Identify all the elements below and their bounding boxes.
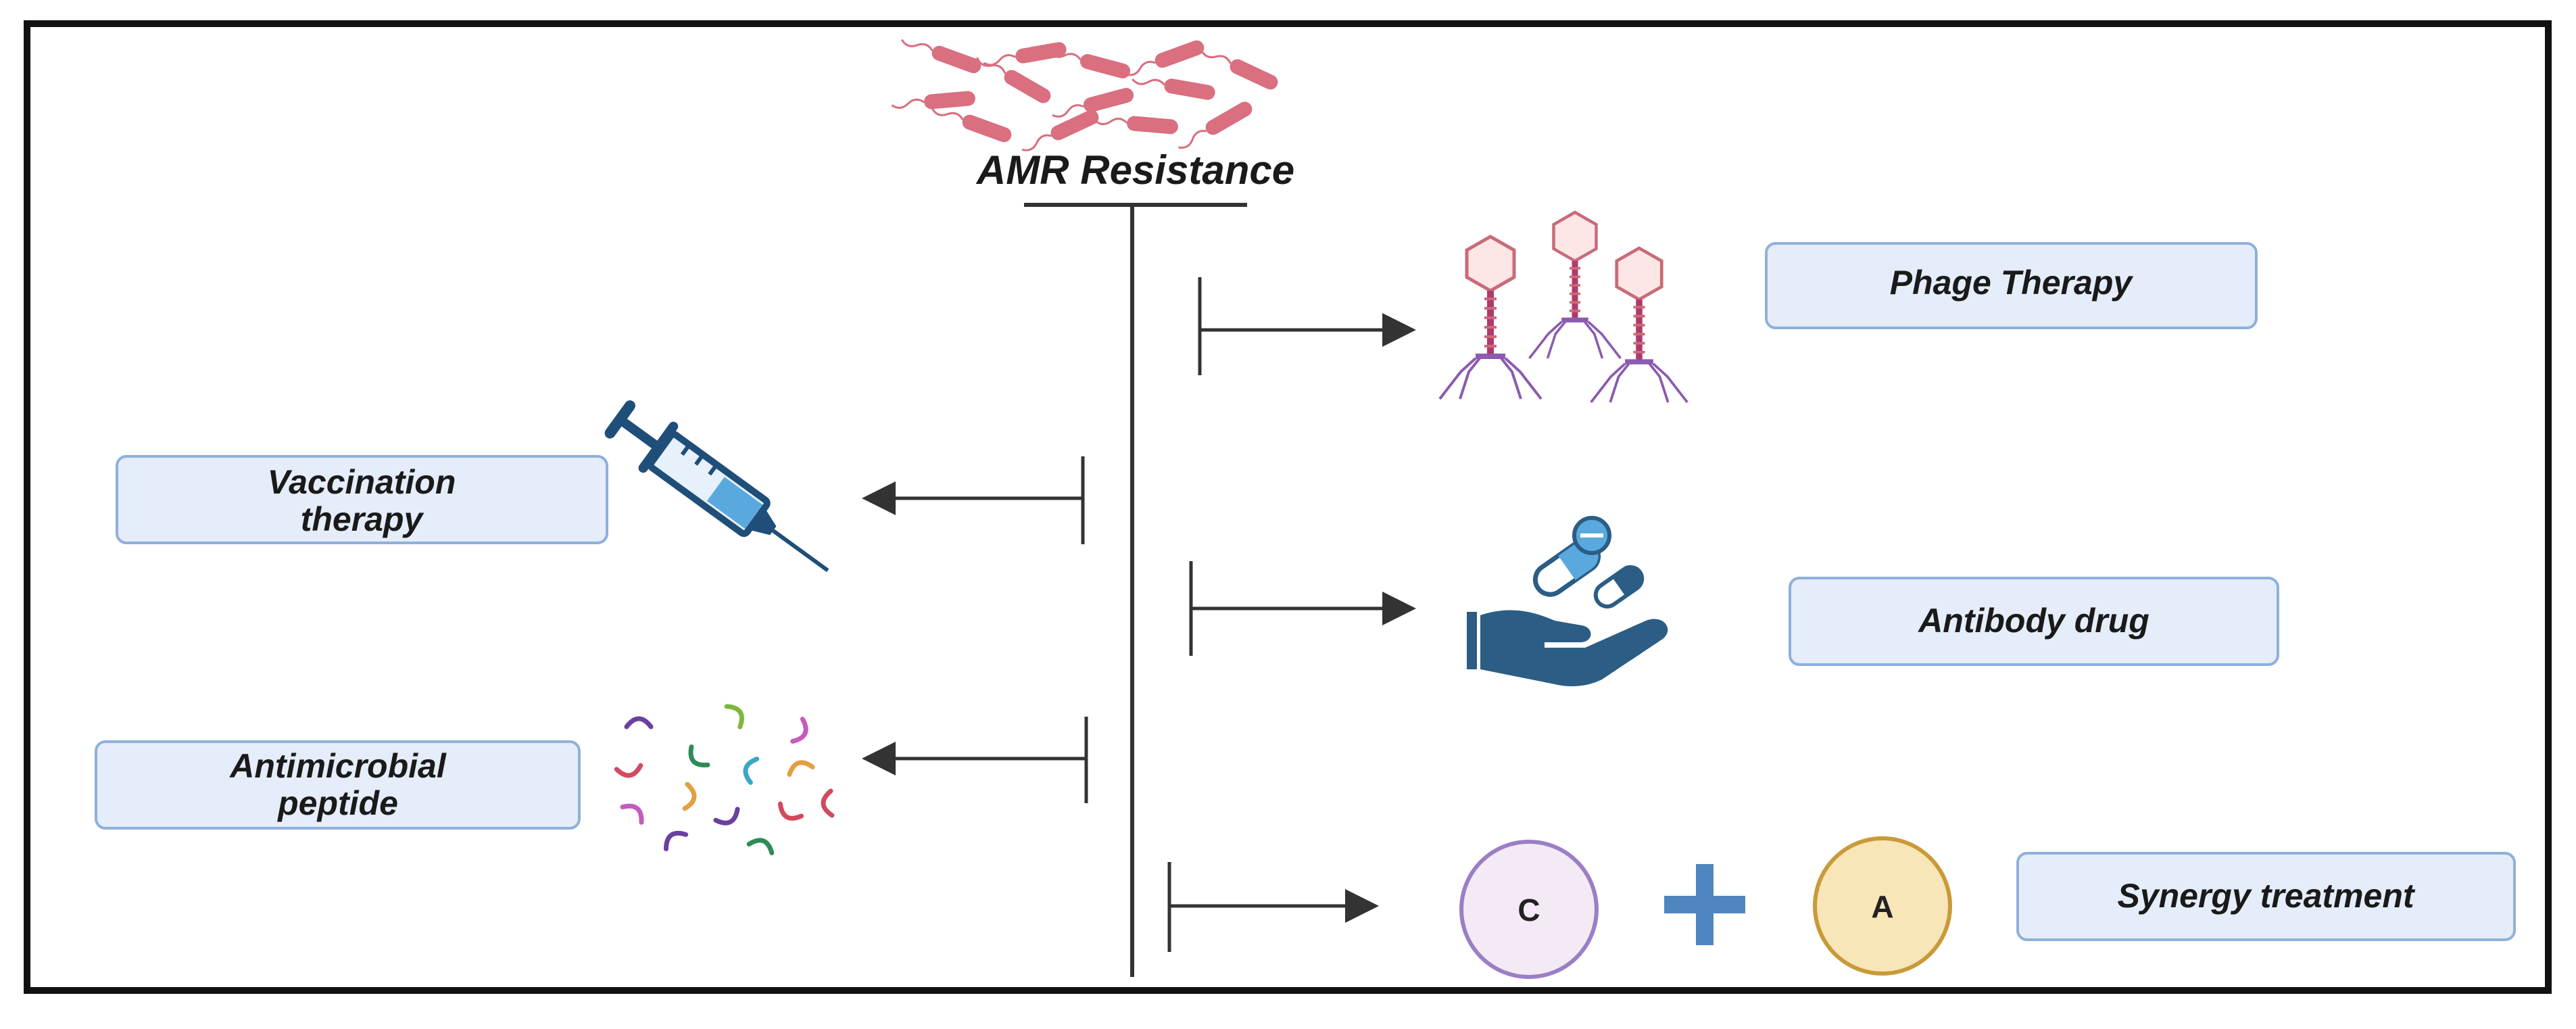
synergy-treatment-box bbox=[2016, 852, 2516, 941]
vaccination-branch-arrow bbox=[862, 456, 1085, 544]
vaccination-therapy-box bbox=[116, 455, 608, 544]
synergy-treatment-label: Synergy treatment bbox=[2117, 877, 2415, 915]
amr-resistance-title: AMR Resistance bbox=[975, 147, 1294, 193]
antibody-drug-label: Antibody drug bbox=[1917, 602, 2149, 640]
peptide-branch-arrow bbox=[862, 717, 1088, 803]
synergy-branch-arrow bbox=[1167, 862, 1379, 952]
circle-c-letter: C bbox=[1517, 892, 1540, 928]
circle-a-icon: A bbox=[1813, 836, 1952, 976]
plus-icon bbox=[1664, 864, 1745, 945]
phage-therapy-box bbox=[1765, 242, 2258, 329]
antibody-branch-arrow bbox=[1189, 561, 1416, 656]
antimicrobial-label-line1: Antimicrobial bbox=[228, 747, 447, 785]
bacteriophage-icon bbox=[1438, 210, 1688, 404]
vaccination-label-line1: Vaccination bbox=[268, 463, 456, 501]
phage-branch-arrow bbox=[1198, 277, 1416, 375]
phage-therapy-label: Phage Therapy bbox=[1890, 264, 2134, 302]
hand-with-pills-icon bbox=[1467, 516, 1668, 687]
antimicrobial-label-line2: peptide bbox=[276, 784, 398, 822]
peptide-fragments-icon bbox=[614, 704, 835, 855]
antimicrobial-peptide-box bbox=[95, 740, 581, 830]
circle-c-icon: C bbox=[1459, 840, 1599, 979]
syringe-icon bbox=[604, 400, 829, 573]
antibody-drug-box bbox=[1789, 577, 2279, 666]
circle-a-letter: A bbox=[1871, 889, 1893, 924]
bacteria-cluster-icon bbox=[891, 39, 1278, 151]
vaccination-label-line2: therapy bbox=[301, 500, 424, 538]
